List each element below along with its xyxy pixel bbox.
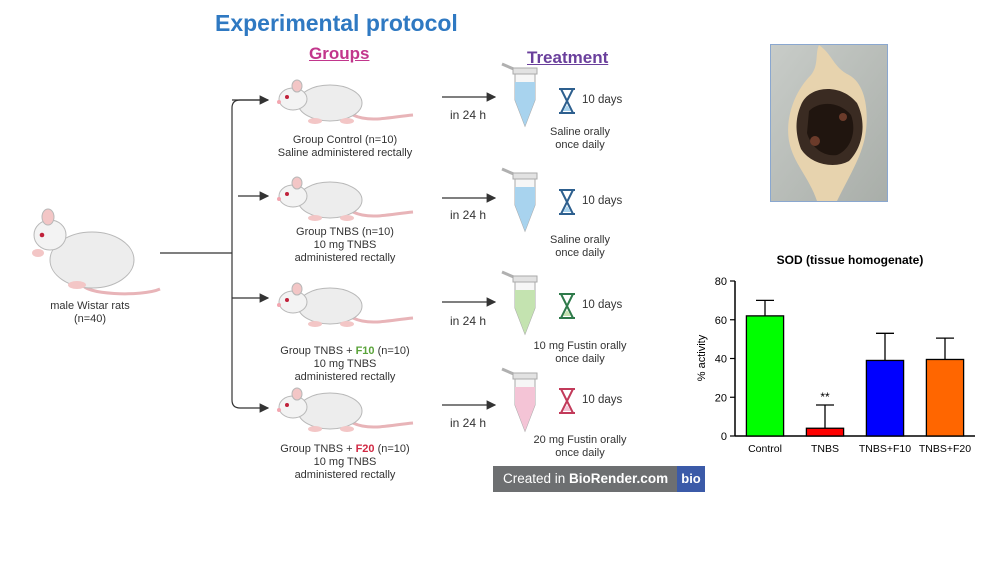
- y-tick-label: 40: [715, 354, 727, 366]
- source-rat-icon: [32, 208, 161, 296]
- f10-highlight: F10: [355, 345, 375, 357]
- treatment-line1: Saline orally: [550, 126, 610, 138]
- sod-bar-chart: SOD (tissue homogenate) % activity 0 20 40…: [696, 253, 975, 455]
- y-tick-label: 20: [715, 392, 727, 404]
- group-line1: Group Control (n=10): [292, 134, 398, 146]
- group-prefix: Group TNBS +: [280, 345, 356, 357]
- bar-control: [745, 315, 785, 437]
- group-line1: Group TNBS + F20 (n=10): [250, 443, 440, 456]
- f20-highlight: F20: [355, 443, 375, 455]
- treatment-line1: Saline orally: [550, 234, 610, 246]
- diagram-title: Experimental protocol: [215, 10, 458, 36]
- group-control-label: Group Control (n=10) Saline administered…: [250, 134, 440, 160]
- hourglass-frame: [559, 189, 575, 215]
- tube-icon: [501, 270, 538, 336]
- group-line1: Group TNBS (n=10): [296, 226, 394, 238]
- colon-tissue-photo: [770, 44, 888, 202]
- duration-label: 10 days: [582, 94, 623, 106]
- duration-label: 10 days: [582, 195, 623, 207]
- source-line1: male Wistar rats: [50, 300, 130, 312]
- hourglass-icon: [559, 189, 575, 215]
- treatment-label: 20 mg Fustin orally once daily: [515, 434, 645, 460]
- treatment-line1: 20 mg Fustin orally: [533, 434, 627, 446]
- bar-tnbs-f10: [865, 359, 905, 437]
- group-line3: administered rectally: [294, 252, 396, 264]
- treatment-line2: once daily: [555, 353, 605, 365]
- treatment-line1: 10 mg Fustin orally: [533, 340, 627, 352]
- hourglass-icon: [559, 293, 575, 319]
- flow-connectors: [160, 92, 497, 413]
- treatment-line2: once daily: [555, 247, 605, 259]
- biorender-badge[interactable]: Created in BioRender.com bio: [493, 466, 705, 492]
- bar-tnbs-f20: [925, 358, 965, 437]
- rat-icon: [277, 176, 414, 221]
- tube-liquid: [515, 387, 535, 431]
- group-line2: 10 mg TNBS: [313, 358, 377, 370]
- treatment-label: Saline orally once daily: [515, 234, 645, 260]
- source-label: male Wistar rats (n=40): [20, 300, 160, 326]
- tube-liquid: [515, 82, 535, 126]
- tube-icon: [501, 367, 538, 433]
- x-tick-label: TNBS+F10: [859, 443, 911, 455]
- rat-icon: [277, 282, 414, 327]
- delay-label: in 24 h: [450, 416, 487, 430]
- significance-marker: **: [820, 390, 830, 404]
- chart-title: SOD (tissue homogenate): [777, 253, 924, 267]
- x-tick-label: TNBS+F20: [919, 443, 971, 455]
- group-line3: administered rectally: [294, 371, 396, 383]
- duration-label: 10 days: [582, 394, 623, 406]
- duration-label: 10 days: [582, 299, 623, 311]
- hourglass-frame: [559, 293, 575, 319]
- rat-icon: [277, 79, 414, 124]
- badge-brand: BioRender.com: [569, 471, 669, 486]
- group-prefix: Group TNBS +: [280, 443, 356, 455]
- treatment-line2: once daily: [555, 447, 605, 459]
- hourglass-frame: [559, 88, 575, 114]
- treatment-label: Saline orally once daily: [515, 126, 645, 152]
- tube-icon: [501, 167, 538, 233]
- tube-liquid: [515, 187, 535, 231]
- group-line2: 10 mg TNBS: [313, 239, 377, 251]
- y-tick-label: 60: [715, 315, 727, 327]
- biorender-logo: bio: [677, 466, 705, 492]
- hourglass-icon: [559, 88, 575, 114]
- treatment-label: 10 mg Fustin orally once daily: [515, 340, 645, 366]
- hourglass-frame: [559, 388, 575, 414]
- group-suffix: (n=10): [374, 443, 410, 455]
- treatment-header: Treatment: [527, 48, 609, 67]
- x-tick-label: Control: [748, 443, 782, 455]
- tube-liquid: [515, 290, 535, 334]
- group-f10-label: Group TNBS + F10 (n=10) 10 mg TNBS admin…: [250, 345, 440, 384]
- group-line3: administered rectally: [294, 469, 396, 481]
- groups-header: Groups: [309, 44, 370, 63]
- group-f20-label: Group TNBS + F20 (n=10) 10 mg TNBS admin…: [250, 443, 440, 482]
- group-suffix: (n=10): [374, 345, 410, 357]
- y-tick-label: 0: [721, 431, 727, 443]
- rat-icon: [277, 387, 414, 432]
- badge-prefix: Created in: [503, 471, 570, 486]
- y-tick-label: 80: [715, 276, 727, 288]
- y-axis-label: % activity: [696, 334, 708, 381]
- delay-label: in 24 h: [450, 314, 487, 328]
- delay-label: in 24 h: [450, 108, 487, 122]
- treatment-line2: once daily: [555, 139, 605, 151]
- source-line2: (n=40): [73, 313, 107, 325]
- x-tick-label: TNBS: [811, 443, 839, 455]
- group-line2: Saline administered rectally: [277, 147, 413, 159]
- group-line1: Group TNBS + F10 (n=10): [250, 345, 440, 358]
- tube-icon: [501, 62, 538, 128]
- group-line2: 10 mg TNBS: [313, 456, 377, 468]
- hourglass-icon: [559, 388, 575, 414]
- delay-label: in 24 h: [450, 208, 487, 222]
- group-tnbs-label: Group TNBS (n=10) 10 mg TNBS administere…: [250, 226, 440, 265]
- biorender-text: Created in BioRender.com: [503, 471, 668, 486]
- bar-tnbs: [805, 427, 845, 437]
